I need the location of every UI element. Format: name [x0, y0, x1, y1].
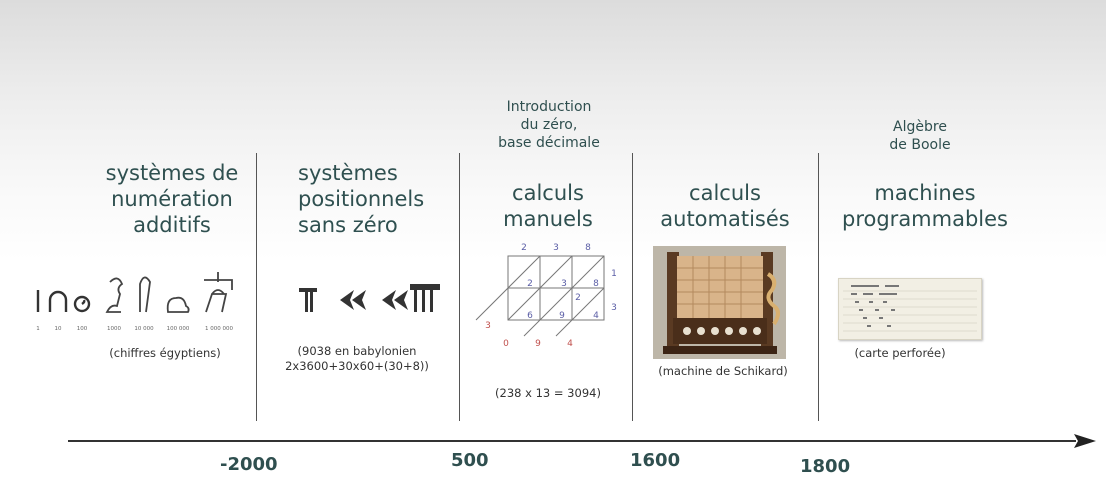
egy-value-1000000: 1 000 000 — [205, 326, 233, 332]
lattice-cell-digit: 9 — [559, 311, 565, 321]
egy-value-100: 100 — [77, 326, 88, 332]
egy-value-1: 1 — [36, 326, 40, 332]
lattice-result-digit: 4 — [567, 339, 573, 349]
arrowhead-icon — [1074, 434, 1096, 448]
lattice-cell-digit: 2 — [575, 293, 581, 303]
egy-value-10: 10 — [55, 326, 62, 332]
egy-value-10000: 10 000 — [134, 326, 154, 332]
caption-positional: (9038 en babylonien 2x3600+30x60+(30+8)) — [285, 344, 429, 373]
caption-automated: (machine de Schikard) — [658, 364, 788, 378]
lattice-cell-digit: 4 — [593, 311, 599, 321]
note-boole: Algèbre de Boole — [889, 119, 951, 153]
caption-additive: (chiffres égyptiens) — [109, 346, 221, 360]
era-title-programmable: machines programmables — [842, 181, 1008, 231]
lattice-result-digit: 3 — [485, 321, 491, 331]
crank-handle-icon — [766, 272, 780, 326]
lattice-right-digit: 3 — [611, 303, 617, 313]
year-label-1600: 1600 — [630, 450, 681, 471]
divider-2 — [459, 153, 460, 421]
babylonian-numerals-icon — [299, 284, 440, 312]
timeline-axis — [68, 434, 1096, 448]
lattice-multiplication: 2 3 8 1 3 2 3 8 6 9 2 4 3 0 9 4 — [475, 243, 617, 349]
punched-card — [838, 278, 982, 340]
lattice-top-digit: 2 — [521, 243, 527, 253]
lattice-cell-digit: 2 — [527, 279, 533, 289]
lattice-cell-digit: 6 — [527, 311, 533, 321]
lattice-result-digit: 0 — [503, 339, 509, 349]
year-label-1800: 1800 — [800, 456, 851, 477]
era-title-automated: calculs automatisés — [660, 181, 790, 231]
egy-value-1000: 1000 — [107, 326, 121, 332]
lattice-top-digit: 3 — [553, 243, 559, 253]
egyptian-numerals-icon: 1 10 100 1000 10 000 100 000 1 000 000 — [36, 272, 233, 332]
caption-manual: (238 x 13 = 3094) — [495, 386, 601, 400]
lattice-cell-digit: 3 — [561, 279, 567, 289]
schickard-machine-photo — [653, 246, 786, 359]
era-title-manual: calculs manuels — [503, 181, 593, 231]
note-zero: Introduction du zéro, base décimale — [498, 99, 600, 151]
era-title-additive: systèmes de numération additifs — [105, 161, 239, 237]
egy-value-100000: 100 000 — [167, 326, 190, 332]
lattice-result-digit: 9 — [535, 339, 541, 349]
year-label-minus2000: -2000 — [220, 454, 278, 475]
lattice-cell-digit: 8 — [593, 279, 599, 289]
divider-4 — [818, 153, 819, 421]
lattice-right-digit: 1 — [611, 269, 617, 279]
caption-programmable: (carte perforée) — [854, 346, 946, 360]
lattice-top-digit: 8 — [585, 243, 591, 253]
year-label-500: 500 — [451, 450, 489, 471]
divider-3 — [632, 153, 633, 421]
era-title-positional: systèmes positionnels sans zéro — [298, 161, 425, 237]
divider-1 — [256, 153, 257, 421]
